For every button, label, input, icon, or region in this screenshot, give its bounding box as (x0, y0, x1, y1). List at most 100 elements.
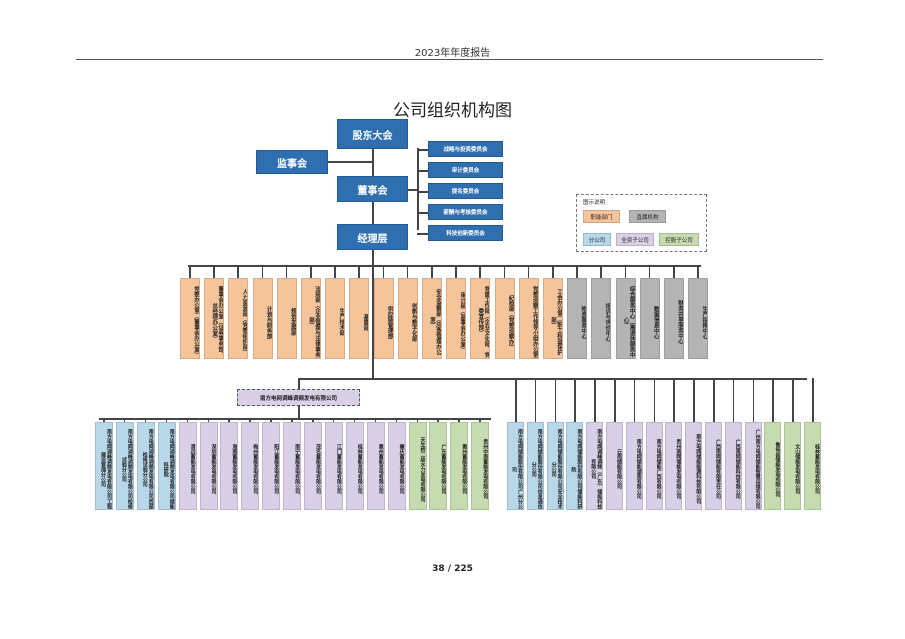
subsidiary-link (732, 378, 735, 422)
supervisory-board-box: 监事会 (256, 150, 328, 174)
subsidiary-box: 广东蓄能发电有限公司 (429, 422, 448, 510)
legend-branch: 分公司 (583, 233, 611, 246)
subsidiary-link (312, 418, 314, 422)
subsidiary-box: 广西南网储能科技有限公司 (724, 422, 742, 510)
subsidiary-link (437, 418, 439, 422)
subsidiary-box: 广州南方电网储能智慧运维有限公司 (744, 422, 762, 510)
department-box: 人力资源部（党委组织部） (228, 278, 249, 359)
shareholders-meeting-box: 股东大会 (337, 119, 408, 149)
subsidiary-link (554, 378, 557, 422)
subsidiary-link (103, 418, 105, 422)
subsidiary-box: 桂林蓄能发电有限公司 (804, 422, 821, 510)
department-box: 规划发展部 (276, 278, 297, 359)
department-box: 安全监察部（应急管理办公室） (422, 278, 442, 359)
subsidiary-box: 梅州蓄能发电有限公司 (241, 422, 260, 510)
department-box: 供应链管理部 (373, 278, 394, 359)
subsidiary-box: 南方电网储能股份有限公司信息通信分公司 (526, 422, 544, 510)
department-link (455, 265, 457, 278)
department-box: 生产技术部 (325, 278, 346, 359)
department-box: 数据信息中心 (639, 278, 660, 359)
department-box: 董事会办公室（证券事务部、总经理办公室） (204, 278, 225, 359)
department-link (624, 265, 627, 278)
subsidiary-link (291, 418, 293, 422)
committee-box: 提名委员会 (428, 183, 503, 199)
subsidiary-box: 文山储能发电有限公司 (784, 422, 802, 510)
subsidiary-link (416, 418, 418, 422)
committee-link (417, 149, 428, 151)
legend-direct-unit: 直属机构 (629, 210, 666, 223)
subsidiary-box: 深圳蓄能发电有限公司 (199, 422, 218, 510)
subsidiary-link (534, 378, 537, 422)
hub-company-box: 南方电网调峰调频发电有限公司 (237, 389, 360, 406)
subsidiary-link (515, 378, 517, 422)
subsidiary-box: 南宁蓄能发电有限公司 (283, 422, 302, 510)
department-box: 物资服务中心 (567, 278, 588, 359)
subsidiary-link (228, 418, 230, 422)
management-box: 经理层 (337, 224, 408, 250)
dept-bus (188, 265, 701, 267)
department-box: 党委办公室（董事会办公室） (180, 278, 200, 359)
department-box: 审计部（监事会办公室） (446, 278, 467, 359)
subsidiary-box: 海南蓄能发电有限公司 (220, 422, 239, 510)
hub-link (298, 378, 300, 389)
department-link (189, 265, 191, 278)
board-committee-link (408, 189, 418, 191)
page-header: 2023年年度报告 (414, 48, 491, 59)
subsidiary-link (792, 378, 794, 422)
subsidiary-box: 阳江蓄能发电有限公司 (262, 422, 281, 510)
department-link (576, 265, 578, 278)
subsidiary-link (479, 418, 481, 422)
subsidiary-box: 肇庆蓄能发电有限公司 (387, 422, 406, 510)
department-box: 纪检部（党委巡察办） (494, 278, 515, 359)
subsidiary-box: 天生桥二级水力发电有限公司 (408, 422, 427, 510)
legend (576, 194, 707, 252)
department-box: 党建工作部（企业文化部、党委宣传部） (470, 278, 491, 359)
subsidiary-box: 南方电网储能广西有限公司 (645, 422, 663, 510)
department-link (406, 265, 409, 278)
department-link (431, 265, 433, 278)
subsidiary-link (249, 418, 251, 422)
header-rule (76, 59, 823, 60)
subsidiary-link (353, 418, 356, 422)
subsidiary-box: 惠州蓄能发电有限公司 (366, 422, 385, 510)
department-link (527, 265, 530, 278)
subsidiary-box: 南方电网储能股份有限公司安全技术分公司 (546, 422, 564, 510)
committee-box: 薪酬与考核委员会 (428, 204, 503, 220)
subsidiary-link (395, 418, 398, 422)
committee-box: 科技创新委员会 (428, 225, 503, 241)
department-link (552, 265, 554, 278)
department-box: 基建部 (349, 278, 370, 359)
subsidiary-link (186, 418, 189, 422)
subsidiary-box: 茂名蓄能发电有限公司 (304, 422, 322, 510)
department-box: 法规部（企业管理与法律事务部） (301, 278, 321, 359)
department-box: 创新与数字化部 (397, 278, 418, 359)
subsidiary-box: 南方电网调峰调频（广东）储能科技有限公司 (586, 422, 604, 510)
department-link (261, 265, 264, 278)
department-link (503, 265, 506, 278)
page-title: 公司组织机构图 (393, 101, 512, 121)
department-link (358, 265, 360, 278)
subsidiary-box: 南方电网调峰调频发电有限公司检修试验分公司 (115, 422, 134, 510)
subsidiary-box: 广西南网储能有限责任公司 (705, 422, 722, 510)
department-link (648, 265, 651, 278)
subsidiary-box: 江门蓄能发电有限公司 (324, 422, 343, 510)
subsidiary-box: 云南储能有限公司 (606, 422, 623, 510)
department-link (697, 265, 699, 278)
subsidiary-link (207, 418, 209, 422)
subsidiary-link (332, 418, 335, 422)
subsidiary-link (165, 418, 168, 422)
department-box: 工会办公室（职工权益保护部） (543, 278, 563, 359)
hub-bus (99, 418, 491, 420)
department-box: 党委巡察工作领导小组办公室 (518, 278, 539, 359)
legend-wholly-owned: 全资子公司 (616, 233, 654, 246)
hub-drop (298, 406, 300, 418)
legend-holding: 控股子公司 (659, 233, 699, 246)
subsidiary-box: 贵州南网储能发电有限公司 (665, 422, 683, 510)
committee-box: 审计委员会 (428, 162, 503, 178)
subsidiary-link (653, 378, 656, 422)
department-box: 计划与财务部 (252, 278, 273, 359)
subsidiary-box: 南方电网储能能源科技有限公司 (685, 422, 703, 510)
department-box: 培训与评价中心 (591, 278, 612, 359)
subsidiary-box: 南方电网调峰调频发电有限公司工程建设管理分公司 (95, 422, 113, 510)
subsidiary-link (614, 378, 616, 422)
